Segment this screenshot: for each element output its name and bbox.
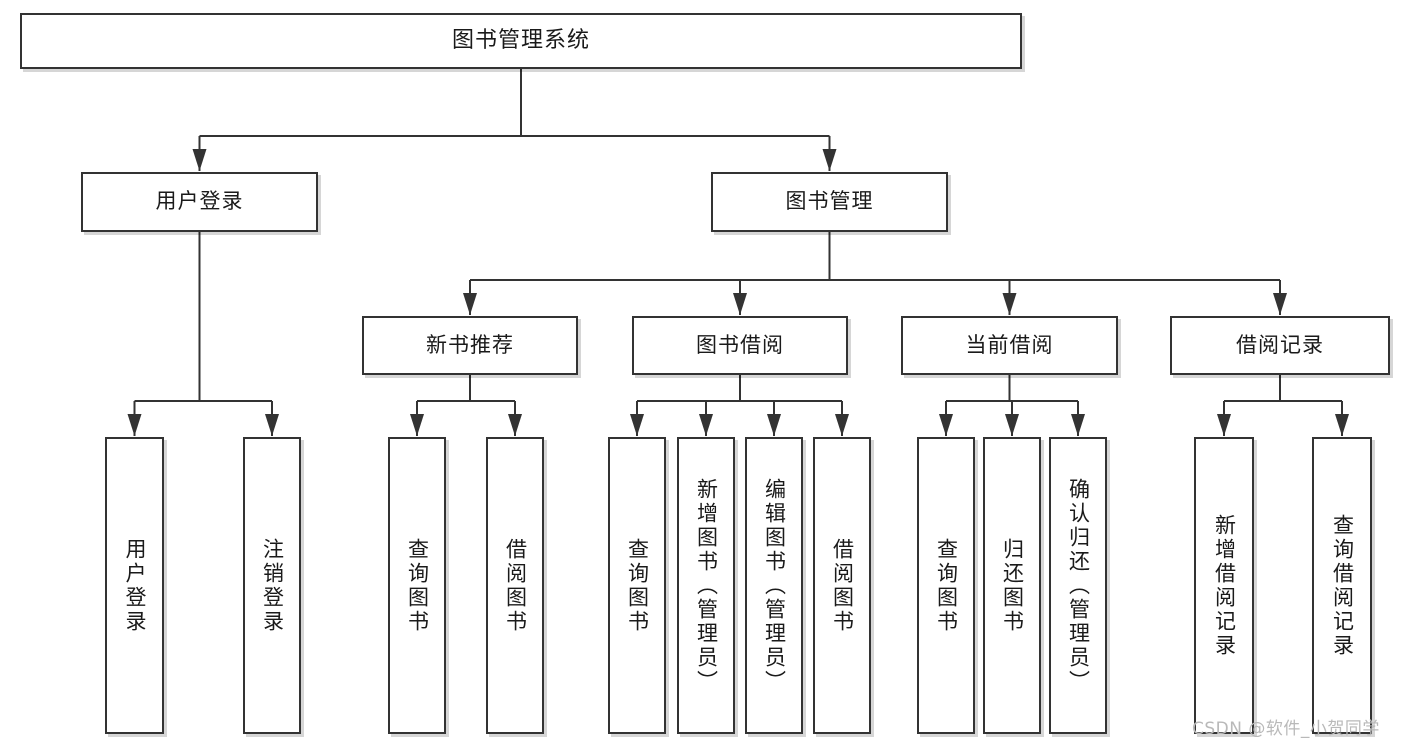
node-bookmgmt[interactable]: 图书管理 xyxy=(711,172,948,232)
node-leaf-borrow-4[interactable]: 借阅图书 xyxy=(813,437,871,734)
arrowhead-icon xyxy=(1273,293,1287,315)
node-records[interactable]: 借阅记录 xyxy=(1170,316,1390,375)
node-label: 图书管理 xyxy=(785,189,874,214)
node-label: 新书推荐 xyxy=(426,332,514,357)
node-borrow[interactable]: 图书借阅 xyxy=(632,316,848,375)
node-current[interactable]: 当前借阅 xyxy=(901,316,1118,375)
arrowhead-icon xyxy=(1217,414,1231,436)
node-label: 注销登录 xyxy=(260,537,285,634)
node-leaf-new-2[interactable]: 借阅图书 xyxy=(486,437,544,734)
node-login[interactable]: 用户登录 xyxy=(81,172,318,232)
arrowhead-icon xyxy=(630,414,644,436)
node-leaf-cur-1[interactable]: 查询图书 xyxy=(917,437,975,734)
node-label: 借阅图书 xyxy=(503,537,528,634)
arrowhead-icon xyxy=(508,414,522,436)
arrowhead-icon xyxy=(767,414,781,436)
node-leaf-borrow-1[interactable]: 查询图书 xyxy=(608,437,666,734)
arrowhead-icon xyxy=(1335,414,1349,436)
node-label: 借阅记录 xyxy=(1236,332,1324,357)
arrowhead-icon xyxy=(127,414,142,436)
node-label: 图书管理系统 xyxy=(451,27,590,53)
arrowhead-icon xyxy=(1071,414,1085,436)
watermark-text: CSDN @软件_小贺同学 xyxy=(1192,719,1380,739)
node-label: 用户登录 xyxy=(123,537,147,634)
arrowhead-icon xyxy=(835,414,849,436)
node-leaf-rec-2[interactable]: 查询借阅记录 xyxy=(1312,437,1372,734)
arrowhead-icon xyxy=(410,414,424,436)
arrowhead-icon xyxy=(192,149,207,171)
node-label: 编辑图书（管理员） xyxy=(762,477,787,694)
node-label: 查询借阅记录 xyxy=(1330,513,1355,658)
node-label: 当前借阅 xyxy=(965,332,1054,357)
node-leaf-borrow-3[interactable]: 编辑图书（管理员） xyxy=(745,437,803,734)
node-leaf-borrow-2[interactable]: 新增图书（管理员） xyxy=(677,437,735,734)
node-label: 新增借阅记录 xyxy=(1212,513,1237,658)
node-label: 确认归还（管理员） xyxy=(1066,477,1091,694)
node-root[interactable]: 图书管理系统 xyxy=(20,13,1022,69)
arrowhead-icon xyxy=(699,414,713,436)
node-leaf-rec-1[interactable]: 新增借阅记录 xyxy=(1194,437,1254,734)
arrowhead-icon xyxy=(463,293,477,315)
node-label: 图书借阅 xyxy=(696,332,784,357)
node-newbook[interactable]: 新书推荐 xyxy=(362,316,578,375)
node-label: 归还图书 xyxy=(1000,537,1025,634)
node-label: 查询图书 xyxy=(934,537,959,634)
node-label: 查询图书 xyxy=(625,537,650,634)
node-leaf-cur-2[interactable]: 归还图书 xyxy=(983,437,1041,734)
arrowhead-icon xyxy=(265,414,279,436)
node-leaf-login-1[interactable]: 用户登录 xyxy=(105,437,164,734)
node-label: 新增图书（管理员） xyxy=(694,477,719,694)
node-label: 用户登录 xyxy=(155,189,244,214)
arrowhead-icon xyxy=(939,414,953,436)
arrowhead-icon xyxy=(733,293,747,315)
node-label: 借阅图书 xyxy=(830,537,855,634)
arrowhead-icon xyxy=(1005,414,1019,436)
arrowhead-icon xyxy=(1002,293,1017,315)
arrowhead-icon xyxy=(822,149,837,171)
node-label: 查询图书 xyxy=(405,537,430,634)
node-leaf-new-1[interactable]: 查询图书 xyxy=(388,437,446,734)
node-leaf-login-2[interactable]: 注销登录 xyxy=(243,437,301,734)
node-leaf-cur-3[interactable]: 确认归还（管理员） xyxy=(1049,437,1107,734)
